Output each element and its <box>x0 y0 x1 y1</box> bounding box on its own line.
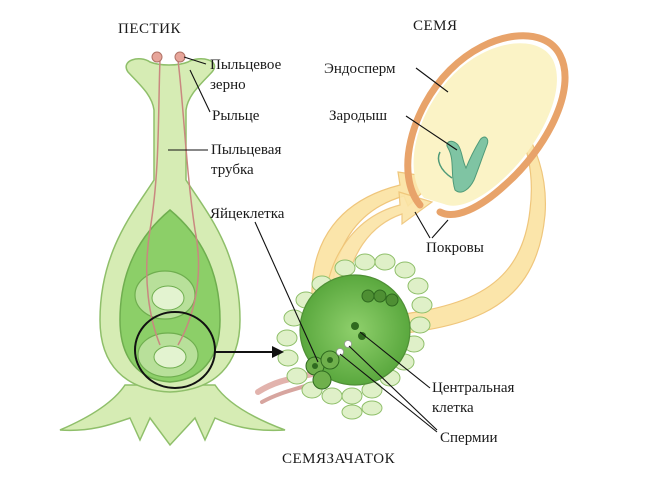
label-endosperm: Эндосперм <box>324 61 396 77</box>
label-coats: Покровы <box>426 240 484 256</box>
label-pollen-grain-2: зерно <box>210 77 246 93</box>
antipodal-cells <box>361 289 399 307</box>
label-embryo: Зародыш <box>329 108 387 124</box>
pollen-grain-right <box>174 51 186 63</box>
title-ovule: СЕМЯЗАЧАТОК <box>282 451 396 467</box>
pistil-base <box>59 384 286 447</box>
seed-endosperm <box>413 43 557 206</box>
title-pistil: ПЕСТИК <box>118 21 181 37</box>
zoom-arrow <box>215 346 284 358</box>
label-pollen-tube-2: трубка <box>211 162 254 178</box>
label-pollen-tube-1: Пыльцевая <box>211 142 281 158</box>
pollen-grain-left <box>151 51 163 63</box>
seed <box>404 32 569 218</box>
sperm-2 <box>344 340 352 348</box>
central-cell-nucleus-2 <box>358 332 366 340</box>
pistil <box>59 51 286 447</box>
leader-lines <box>168 56 458 433</box>
title-seed: СЕМЯ <box>413 18 458 34</box>
seed-coat <box>404 32 569 218</box>
ovule-magnified <box>255 253 433 420</box>
label-stigma: Рыльце <box>212 108 260 124</box>
magnifier-circle <box>134 311 216 389</box>
sperm-1 <box>336 348 344 356</box>
label-central-cell-1: Центральная <box>432 380 515 396</box>
label-egg-cell: Яйцеклетка <box>210 206 285 222</box>
label-central-cell-2: клетка <box>432 400 474 416</box>
pollen-tube-left <box>145 59 161 346</box>
central-cell-nucleus-1 <box>351 322 359 330</box>
label-sperm: Спермии <box>440 430 498 446</box>
label-pollen-grain-1: Пыльцевое <box>210 57 282 73</box>
embryo <box>437 136 489 193</box>
